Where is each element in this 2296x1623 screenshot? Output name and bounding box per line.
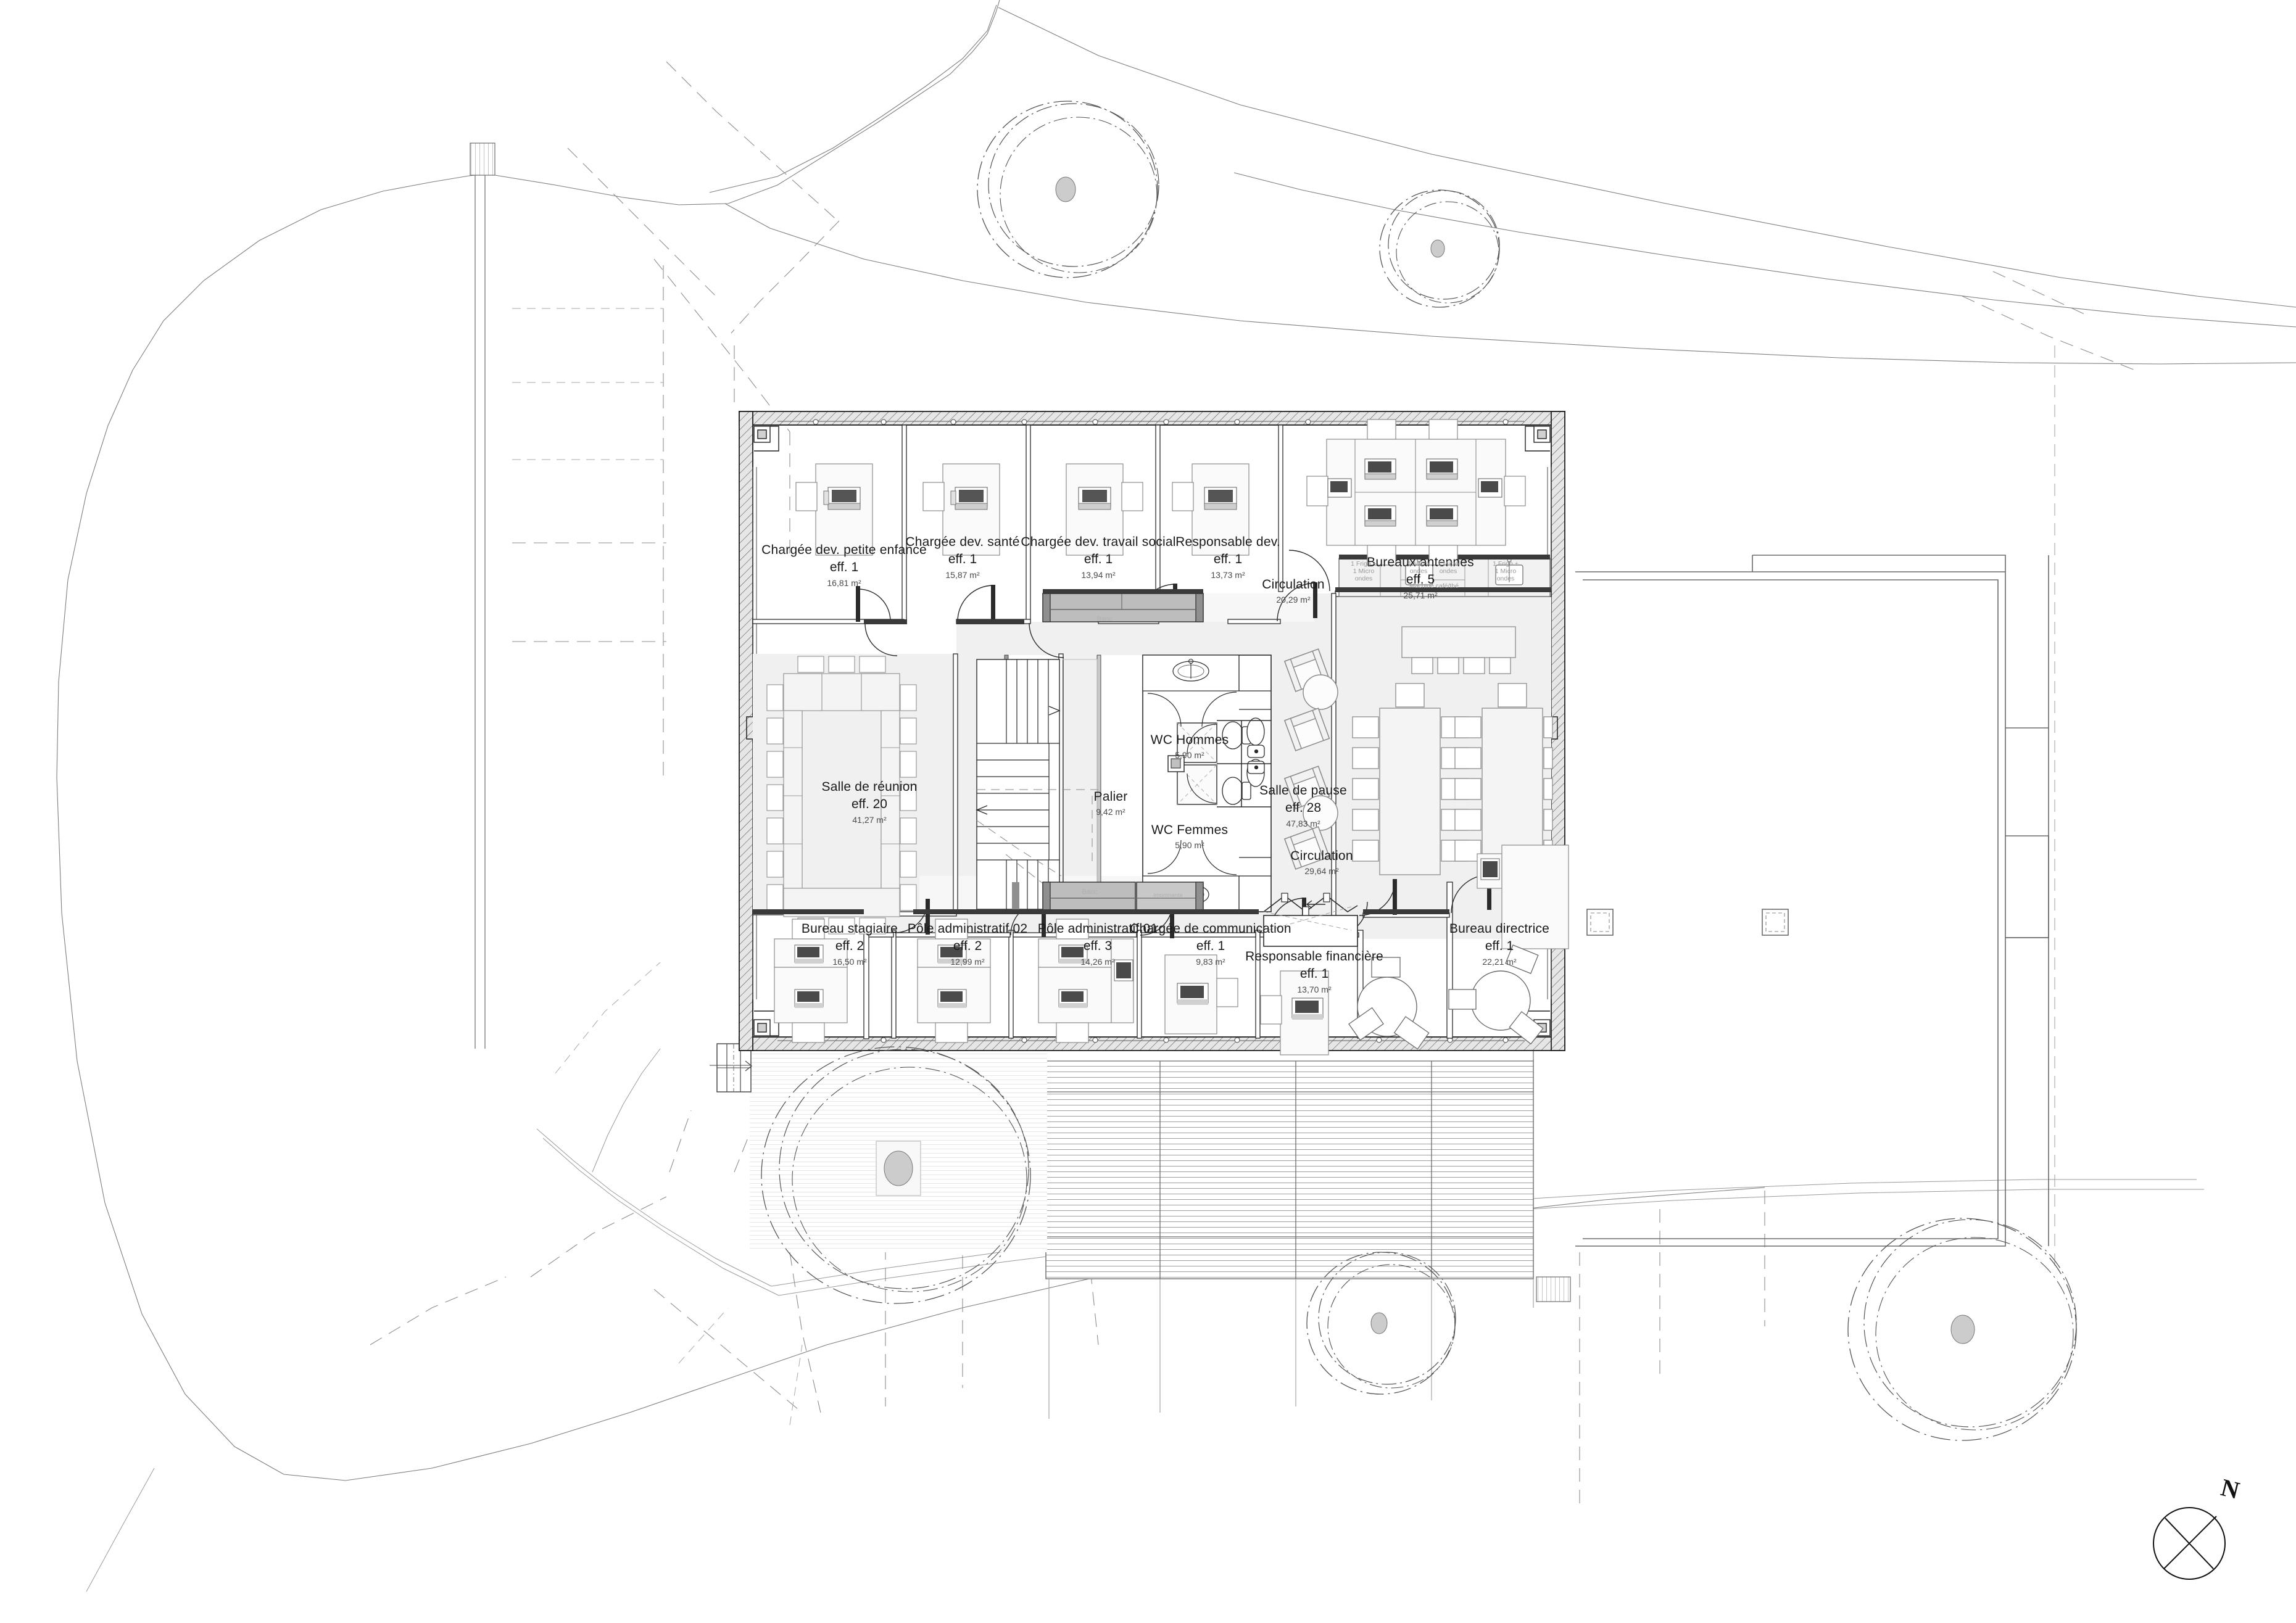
desk-responsable-dev [1172,463,1250,556]
meeting-table [766,656,917,935]
south-court [1048,1279,1534,1419]
site-dashed-fine [512,308,803,1426]
desk-pole-administratif-02 [917,919,991,1043]
adjacent-stair [1536,1276,1571,1302]
desk-cluster-bureaux-antennes [1306,419,1526,566]
imprimante-alcove [1263,893,1358,947]
north-arrow-icon [2153,1507,2226,1580]
tree-symbol [977,101,1159,278]
terrace-deck [1045,1048,1534,1279]
site-road-edge [470,142,495,1049]
desk-charge-sante [922,463,1000,556]
desk-chargee-communication [1164,954,1238,1035]
desk-charge-travail-social [1066,463,1143,556]
exterior-stair-left [710,1043,753,1092]
partition-glazing [753,587,1551,914]
tree-symbol [1306,1252,1456,1395]
desk-bureau-directrice [1448,845,1569,1045]
tree-symbol [761,1046,1031,1304]
lounge-furniture [1284,648,1338,909]
adjacent-building-columns [1586,909,1789,936]
stair-core [976,659,1098,910]
desk-pole-administratif-01 [1038,919,1134,1043]
wc-block [1142,655,1272,912]
desk-responsable-financiere [1260,957,1430,1055]
bench-bottom [1042,882,1204,911]
desk-charge-petite-enfance [795,463,873,556]
bench-top [1042,593,1204,622]
desk-bureau-stagiaire [774,919,848,1043]
adjacent-building [1575,555,2049,1247]
tree-symbol [1379,189,1500,308]
trees [761,101,2077,1441]
tree-symbol [1847,1218,2077,1441]
